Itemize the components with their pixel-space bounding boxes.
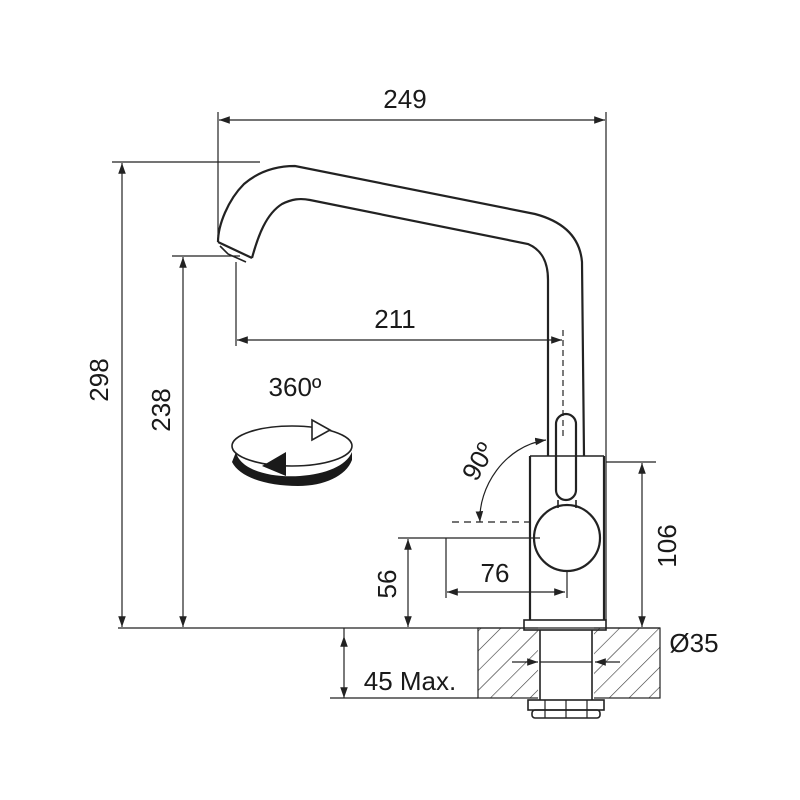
dimension-spout-reach: 211 bbox=[235, 262, 564, 440]
dimension-lever-angle: 90º bbox=[452, 437, 547, 523]
spout bbox=[216, 164, 586, 457]
rotation-arrow-icon bbox=[262, 452, 286, 476]
dimension-max-thickness: 45 Max. bbox=[340, 628, 457, 698]
label-body-height: 106 bbox=[652, 524, 682, 567]
dimension-total-height: 298 bbox=[84, 161, 260, 627]
dimension-hole-diameter: Ø35 bbox=[512, 628, 719, 666]
countertop-section bbox=[118, 619, 661, 719]
lever-stem bbox=[554, 412, 578, 502]
spout-inner bbox=[250, 197, 550, 456]
dimension-lever-height: 56 bbox=[372, 537, 540, 627]
dimension-lever-length: 76 bbox=[445, 538, 568, 598]
rotation-band bbox=[232, 452, 352, 486]
label-lever-length: 76 bbox=[481, 558, 510, 588]
dimension-spout-height: 238 bbox=[146, 255, 240, 627]
mounting-nut bbox=[527, 699, 605, 719]
label-max-thickness: 45 Max. bbox=[364, 666, 457, 696]
label-hole-diameter: Ø35 bbox=[669, 628, 718, 658]
spout-outer bbox=[216, 164, 586, 457]
label-lever-angle: 90º bbox=[456, 437, 501, 486]
lever-handle bbox=[532, 412, 602, 573]
dimension-body-height: 106 bbox=[606, 461, 682, 627]
base-flange bbox=[523, 619, 607, 631]
rotation-indicator: 360º bbox=[231, 372, 353, 486]
label-total-height: 298 bbox=[84, 358, 114, 401]
label-spout-height: 238 bbox=[146, 388, 176, 431]
dimension-total-width: 249 bbox=[217, 84, 607, 620]
label-lever-height: 56 bbox=[372, 570, 402, 599]
lever-knob bbox=[532, 503, 602, 573]
label-total-width: 249 bbox=[383, 84, 426, 114]
label-rotation: 360º bbox=[269, 372, 322, 402]
label-spout-reach: 211 bbox=[374, 304, 415, 334]
rotation-ellipse bbox=[231, 425, 353, 467]
